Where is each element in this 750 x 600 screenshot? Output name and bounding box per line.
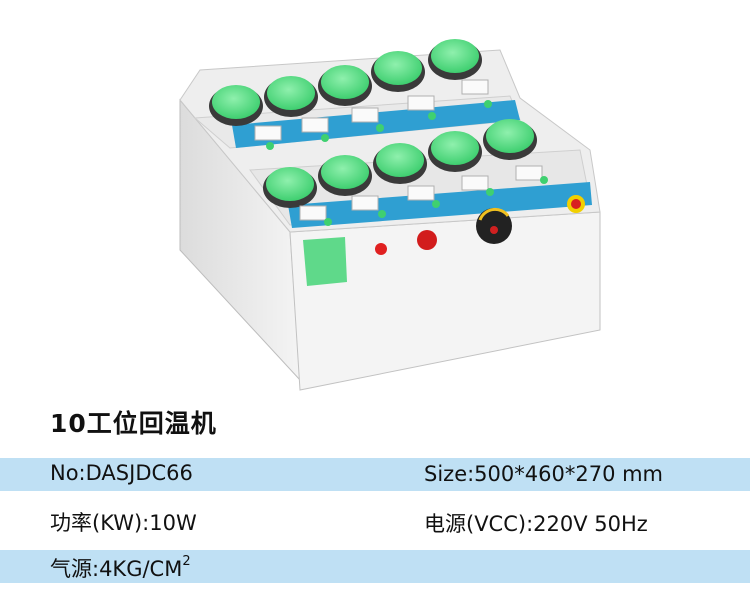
spec-voltage: 电源(VCC):220V 50Hz [424,512,648,536]
upper-station-row [209,39,482,126]
spec-power: 功率(KW):10W [50,511,197,535]
upper-control-panel [232,100,520,148]
spec-row-air-source: 气源:4KG/CM2 [0,550,750,583]
spec-air-source-exponent: 2 [182,554,191,569]
upper-indicator-lights [266,100,492,150]
temperature-dial-icon [476,207,512,244]
product-illustration [179,39,601,391]
spec-row-model-size: No:DASJDC66 Size:500*460*270 mm [0,458,750,491]
red-push-button [417,230,437,250]
lower-displays [299,165,543,221]
product-title: 10工位回温机 [50,409,217,438]
lower-indicator-lights [324,176,548,226]
lower-control-panel [288,182,592,228]
spec-row-power-voltage: 功率(KW):10W 电源(VCC):220V 50Hz [0,504,750,537]
emergency-stop-icon [567,195,585,213]
green-label-plate [303,237,347,286]
spec-air-source: 气源:4KG/CM2 [50,553,191,583]
small-red-indicator [375,243,387,255]
upper-displays [254,79,489,141]
lower-station-row [263,119,537,208]
spec-size: Size:500*460*270 mm [424,462,664,486]
spec-air-source-value: 气源:4KG/CM [50,557,183,581]
spec-model: No:DASJDC66 [50,461,193,485]
